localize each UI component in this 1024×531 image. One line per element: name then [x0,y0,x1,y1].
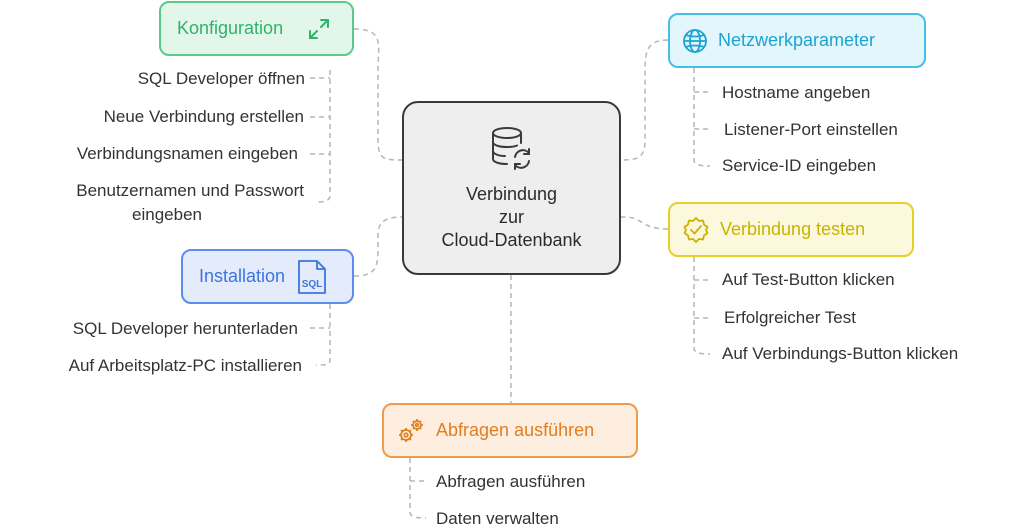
connector-konfiguration [353,28,403,161]
expand-arrows-icon [309,18,330,39]
abfragen-node: Abfragen ausführen [382,403,638,458]
konfig-item-4a: Benutzernamen und Passwort [76,181,304,200]
connector-testen [620,216,669,230]
globe-network-icon [683,28,707,53]
connector-test-leaves [693,257,711,355]
installation-label: Installation [199,266,286,286]
connector-netz-leaves [693,68,711,167]
test-item-3: Auf Verbindungs-Button klicken [722,344,959,363]
central-node: Verbindung zur Cloud-Datenbank [402,101,621,275]
netzwerkparameter-node: Netzwerkparameter [668,13,926,68]
abfragen-item-2: Daten verwalten [436,509,559,528]
konfig-item-4b: eingeben [132,205,202,224]
abfragen-item-1: Abfragen ausführen [436,472,586,491]
database-sync-icon [491,127,530,170]
konfig-item-3: Verbindungsnamen eingeben [76,144,298,163]
connector-abfragen-leaves [409,458,427,519]
konfig-item-1: SQL Developer öffnen [137,69,305,88]
verbindung-testen-node: Verbindung testen [668,202,914,257]
connector-konfig-leaves [317,70,331,203]
connector-install-leaves [315,304,331,366]
install-item-2: Auf Arbeitsplatz-PC installieren [68,356,302,375]
verified-badge-icon [683,216,709,243]
connector-installation [353,216,403,277]
connector-netzwerk [620,39,669,161]
gears-icon [399,418,423,442]
abfragen-label: Abfragen ausführen [436,420,595,440]
central-title-line-1: Verbindung [465,184,558,204]
installation-node: Installation SQL [181,249,354,304]
test-item-1: Auf Test-Button klicken [722,270,895,289]
install-item-1: SQL Developer herunterladen [72,319,298,338]
konfiguration-label: Konfiguration [177,18,284,38]
sql-file-icon: SQL [298,259,326,294]
netz-item-3: Service-ID eingeben [722,156,877,175]
central-title-line-2: zur [498,207,524,227]
test-item-2: Erfolgreicher Test [724,308,856,327]
konfiguration-node: Konfiguration [159,1,354,56]
netzwerkparameter-label: Netzwerkparameter [718,30,876,50]
konfig-item-2: Neue Verbindung erstellen [103,107,304,126]
central-title: Verbindung zur Cloud-Datenbank [441,183,581,252]
verbindung-testen-label: Verbindung testen [720,219,866,239]
svg-text:SQL: SQL [302,279,323,290]
central-title-line-3: Cloud-Datenbank [441,230,582,250]
netz-item-2: Listener-Port einstellen [724,120,898,139]
netz-item-1: Hostname angeben [722,83,871,102]
